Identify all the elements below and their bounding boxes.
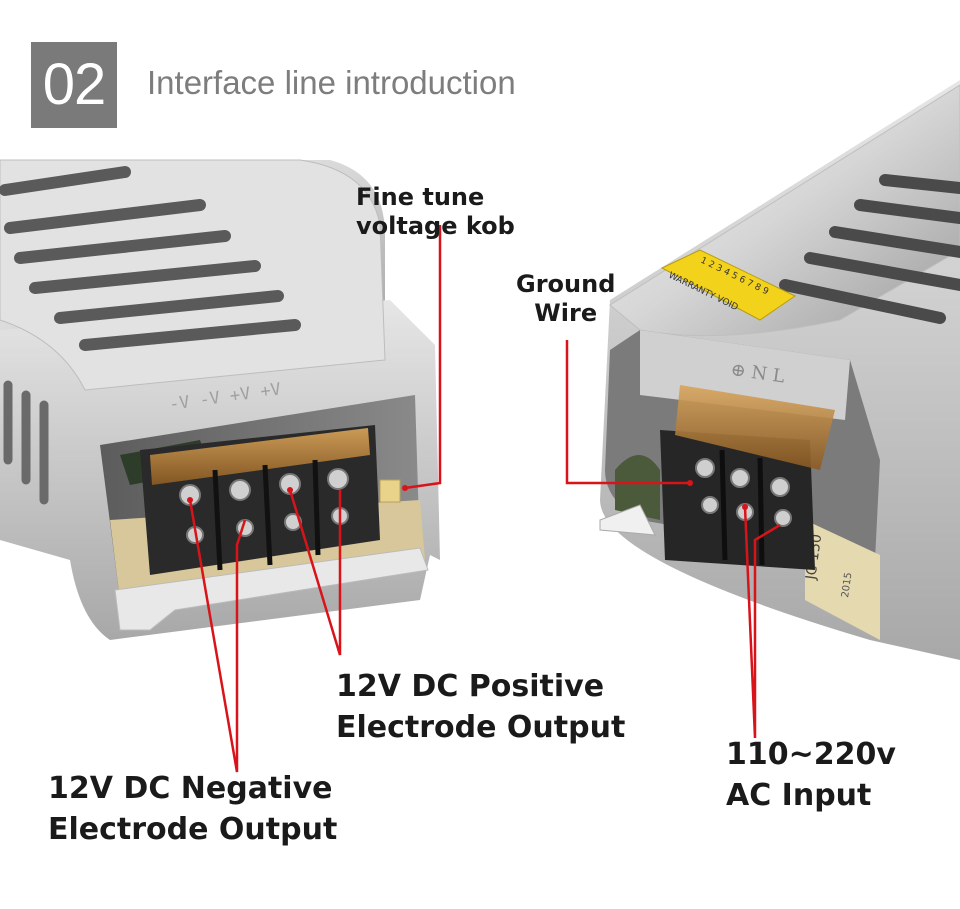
callout-line: AC Input <box>726 778 872 814</box>
callout-negative-output: 12V DC Negative Electrode Output <box>48 768 337 851</box>
section-title: Interface line introduction <box>147 64 516 101</box>
vent-slots-right <box>779 174 960 324</box>
callout-line: Wire <box>534 299 598 328</box>
callout-line: 110~220v <box>726 737 896 772</box>
callout-ac-input: 110~220v AC Input <box>726 734 896 817</box>
positive-leader <box>288 489 342 656</box>
callout-line: Electrode Output <box>336 710 626 746</box>
callout-fine-tune-knob: Fine tune voltage kob <box>356 183 515 242</box>
left-power-supply: -V -V +V +V <box>0 159 440 640</box>
callout-line: voltage kob <box>356 212 515 241</box>
callout-line: Ground <box>516 270 616 298</box>
negative-leader <box>188 499 247 773</box>
board-year: 2015 <box>840 572 854 599</box>
voltage-knob <box>379 479 401 503</box>
callout-ground-wire: Ground Wire <box>516 270 615 329</box>
knob-leader <box>404 225 442 490</box>
callout-line: 12V DC Positive <box>336 669 605 704</box>
right-power-supply: WARRANTY VOID 1 2 3 4 5 6 7 8 9 ⊕ N L JC… <box>599 80 960 660</box>
vent-slots <box>0 166 301 351</box>
callout-positive-output: 12V DC Positive Electrode Output <box>336 666 625 749</box>
callout-lines <box>188 225 781 773</box>
left-terminal-block <box>140 425 380 575</box>
callout-line: Electrode Output <box>48 812 338 848</box>
right-terminal-block <box>660 385 835 570</box>
callout-line: Fine tune <box>356 183 485 211</box>
ground-leader <box>565 340 690 485</box>
callout-line: 12V DC Negative <box>48 771 333 806</box>
ac-leader <box>743 506 781 739</box>
section-number-badge: 02 <box>31 42 117 128</box>
